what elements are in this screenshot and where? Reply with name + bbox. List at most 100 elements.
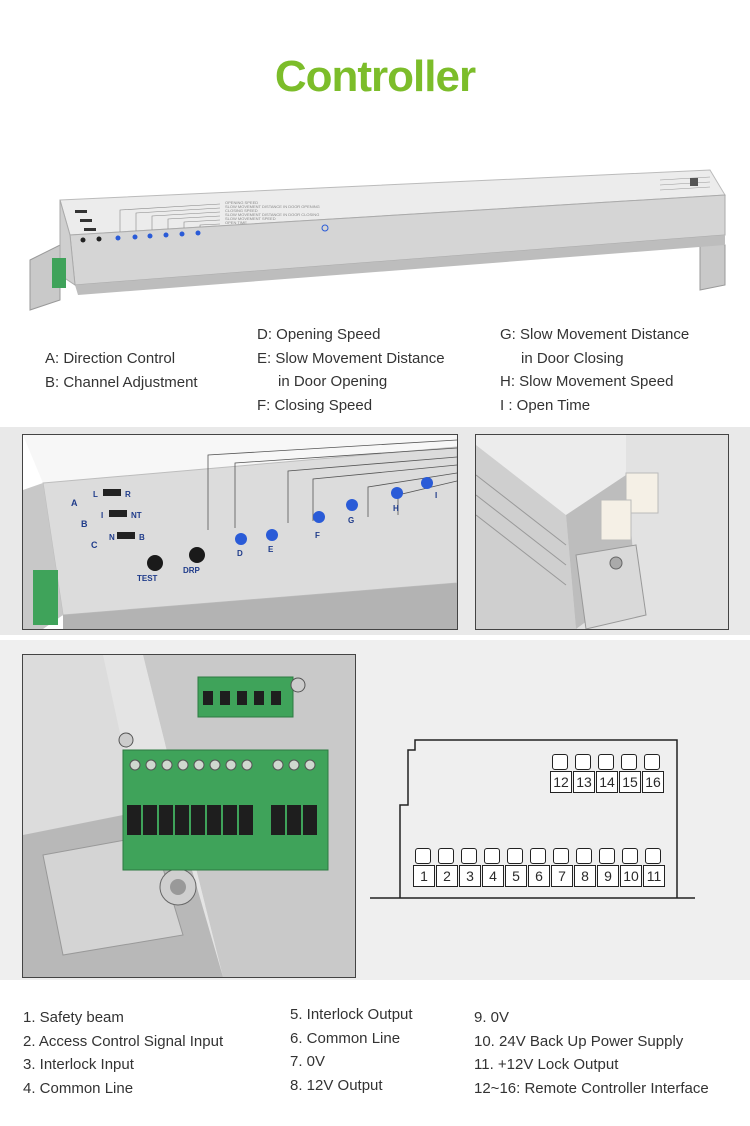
page-title: Controller	[274, 52, 476, 101]
terminal-pin-hole	[552, 754, 568, 770]
legend-item-4: 4. Common Line	[23, 1079, 134, 1097]
pot-i-label: I	[435, 491, 438, 500]
legend-item-2: 2. Access Control Signal Input	[23, 1032, 224, 1050]
controller-product-image: OPENING SPEED SLOW MOVEMENT DISTANCE IN …	[20, 140, 730, 315]
test-button[interactable]	[147, 555, 163, 571]
terminal-pin: 11	[643, 848, 665, 887]
terminal-pin: 6	[528, 848, 550, 887]
svg-text:OPENING SPEED: OPENING SPEED	[225, 200, 258, 205]
labels-col2: D: Opening Speed E: Slow Movement Distan…	[257, 323, 445, 417]
terminal-pin-hole	[599, 848, 615, 864]
pot-g[interactable]	[346, 499, 358, 511]
terminal-pin-number: 3	[459, 865, 481, 887]
terminal-pin-number: 14	[596, 771, 618, 793]
pot-h[interactable]	[391, 487, 403, 499]
terminal-pin-number: 7	[551, 865, 573, 887]
label-e: E: Slow Movement Distance	[257, 349, 445, 367]
terminal-pin-hole	[621, 754, 637, 770]
terminal-pin-number: 10	[620, 865, 642, 887]
terminal-pin-number: 13	[573, 771, 595, 793]
dip-switches: L R I NT N B	[93, 483, 153, 553]
svg-text:SLOW MOVEMENT SPEED: SLOW MOVEMENT SPEED	[225, 216, 276, 221]
terminal-pin-number: 2	[436, 865, 458, 887]
terminal-photo	[22, 654, 356, 978]
terminal-pin-hole	[530, 848, 546, 864]
label-a: A: Direction Control	[45, 350, 176, 367]
terminal-pin-hole	[622, 848, 638, 864]
terminal-pin: 15	[619, 754, 641, 793]
terminal-pin: 8	[574, 848, 596, 887]
svg-text:SLOW MOVEMENT DISTANCE IN DOOR: SLOW MOVEMENT DISTANCE IN DOOR OPENING	[225, 204, 320, 209]
legend-item-11: 11. +12V Lock Output	[474, 1056, 619, 1073]
legend-item-6: 6. Common Line	[290, 1029, 401, 1047]
pot-d[interactable]	[235, 533, 247, 545]
terminal-pin-hole	[575, 754, 591, 770]
switch-letters: A B C	[71, 493, 98, 556]
panel-closeup-image: A B C L R I NT N B TEST DRP D E F G H I	[22, 434, 458, 630]
terminal-pin-number: 5	[505, 865, 527, 887]
label-b: B: Channel Adjustment	[45, 373, 198, 391]
pot-f[interactable]	[313, 511, 325, 523]
label-d: D: Opening Speed	[257, 326, 381, 343]
switch-label-l: L	[93, 490, 98, 499]
legend-item-5: 5. Interlock Output	[290, 1006, 413, 1023]
legend-item-10: 10. 24V Back Up Power Supply	[474, 1032, 684, 1050]
terminal-pin: 4	[482, 848, 504, 887]
pot-e-label: E	[268, 545, 274, 554]
switch-label-n: N	[109, 533, 115, 542]
labels-col3: G: Slow Movement Distance in Door Closin…	[500, 323, 689, 417]
terminal-pin-hole	[553, 848, 569, 864]
terminal-pin-hole	[644, 754, 660, 770]
terminal-pin-hole	[438, 848, 454, 864]
legend-col2: 5. Interlock Output 6. Common Line 7. 0V…	[290, 1003, 413, 1097]
svg-text:OPEN TIME: OPEN TIME	[225, 220, 247, 225]
terminal-pin: 1	[413, 848, 435, 887]
switch-label-r: R	[125, 490, 131, 499]
label-i: I : Open Time	[500, 396, 591, 414]
drp-button[interactable]	[189, 547, 205, 563]
terminal-pin: 16	[642, 754, 664, 793]
dip-switch-a[interactable]	[103, 489, 121, 496]
terminal-pin-hole	[461, 848, 477, 864]
switch-letter-a: A	[71, 498, 78, 508]
terminal-pin-number: 6	[528, 865, 550, 887]
dip-switch-c[interactable]	[117, 532, 135, 539]
terminal-pin-hole	[576, 848, 592, 864]
legend-item-3: 3. Interlock Input	[23, 1056, 134, 1073]
pot-e[interactable]	[266, 529, 278, 541]
terminal-pin-hole	[415, 848, 431, 864]
terminal-pin-hole	[507, 848, 523, 864]
legend-item-9: 9. 0V	[474, 1009, 510, 1026]
labels-col1: A: Direction Control B: Channel Adjustme…	[45, 347, 198, 394]
terminal-pin: 7	[551, 848, 573, 887]
label-h: H: Slow Movement Speed	[500, 373, 674, 390]
label-g: G: Slow Movement Distance	[500, 326, 690, 343]
terminal-pin-hole	[645, 848, 661, 864]
svg-text:SLOW MOVEMENT DISTANCE IN DOOR: SLOW MOVEMENT DISTANCE IN DOOR CLOSING	[225, 212, 319, 217]
pot-d-label: D	[237, 549, 243, 558]
legend-col1: 1. Safety beam 2. Access Control Signal …	[23, 1006, 223, 1100]
svg-text:CLOSING SPEED: CLOSING SPEED	[225, 208, 258, 213]
terminal-pin-number: 4	[482, 865, 504, 887]
terminal-pin: 12	[550, 754, 572, 793]
pot-i[interactable]	[421, 477, 433, 489]
legend-item-1: 1. Safety beam	[23, 1009, 124, 1026]
switch-label-i: I	[101, 511, 104, 520]
legend-item-12-16: 12~16: Remote Controller Interface	[474, 1079, 709, 1097]
legend-item-8: 8. 12V Output	[290, 1076, 383, 1094]
terminal-pin: 5	[505, 848, 527, 887]
terminal-pin-number: 8	[574, 865, 596, 887]
terminal-pin-number: 9	[597, 865, 619, 887]
pot-f-label: F	[315, 531, 320, 540]
terminal-pin-number: 15	[619, 771, 641, 793]
terminal-pin-hole	[484, 848, 500, 864]
terminal-pin-number: 12	[550, 771, 572, 793]
switch-label-b: B	[139, 533, 145, 542]
switch-label-nt: NT	[131, 511, 142, 520]
side-view-image	[475, 434, 729, 630]
terminal-pin-number: 16	[642, 771, 664, 793]
terminal-pin-hole	[598, 754, 614, 770]
dip-switch-b[interactable]	[109, 510, 127, 517]
label-e-cont: in Door Opening	[278, 373, 388, 390]
